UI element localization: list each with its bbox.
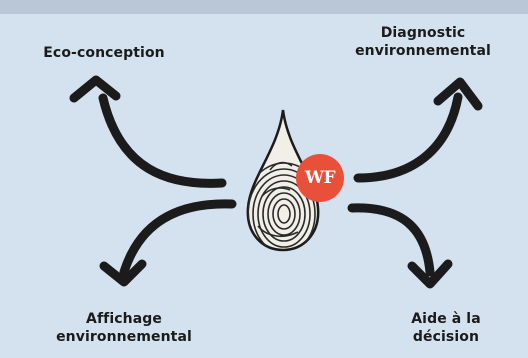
wf-badge: WF: [296, 154, 344, 202]
fingerprint-drop-icon: [246, 109, 320, 252]
arrow-eco-conception: [69, 75, 227, 188]
label-aide-decision: Aide à la décision: [386, 310, 506, 346]
label-affichage-environnemental: Affichage environnemental: [24, 310, 224, 346]
label-eco-conception: Eco-conception: [14, 44, 194, 62]
label-aide-line1: Aide à la: [411, 311, 481, 327]
label-diagnostic-environnemental: Diagnostic environnemental: [328, 24, 518, 60]
arrow-affichage: [99, 199, 237, 287]
arrow-diagnostic: [353, 77, 483, 183]
label-eco-conception-text: Eco-conception: [43, 45, 165, 61]
label-diagnostic-line1: Diagnostic: [380, 25, 466, 41]
arrow-aide-decision: [347, 203, 453, 289]
top-band: [0, 0, 528, 14]
label-affichage-line1: Affichage: [86, 311, 162, 327]
label-diagnostic-line2: environnemental: [355, 43, 491, 59]
label-affichage-line2: environnemental: [56, 329, 192, 345]
label-aide-line2: décision: [412, 329, 480, 345]
